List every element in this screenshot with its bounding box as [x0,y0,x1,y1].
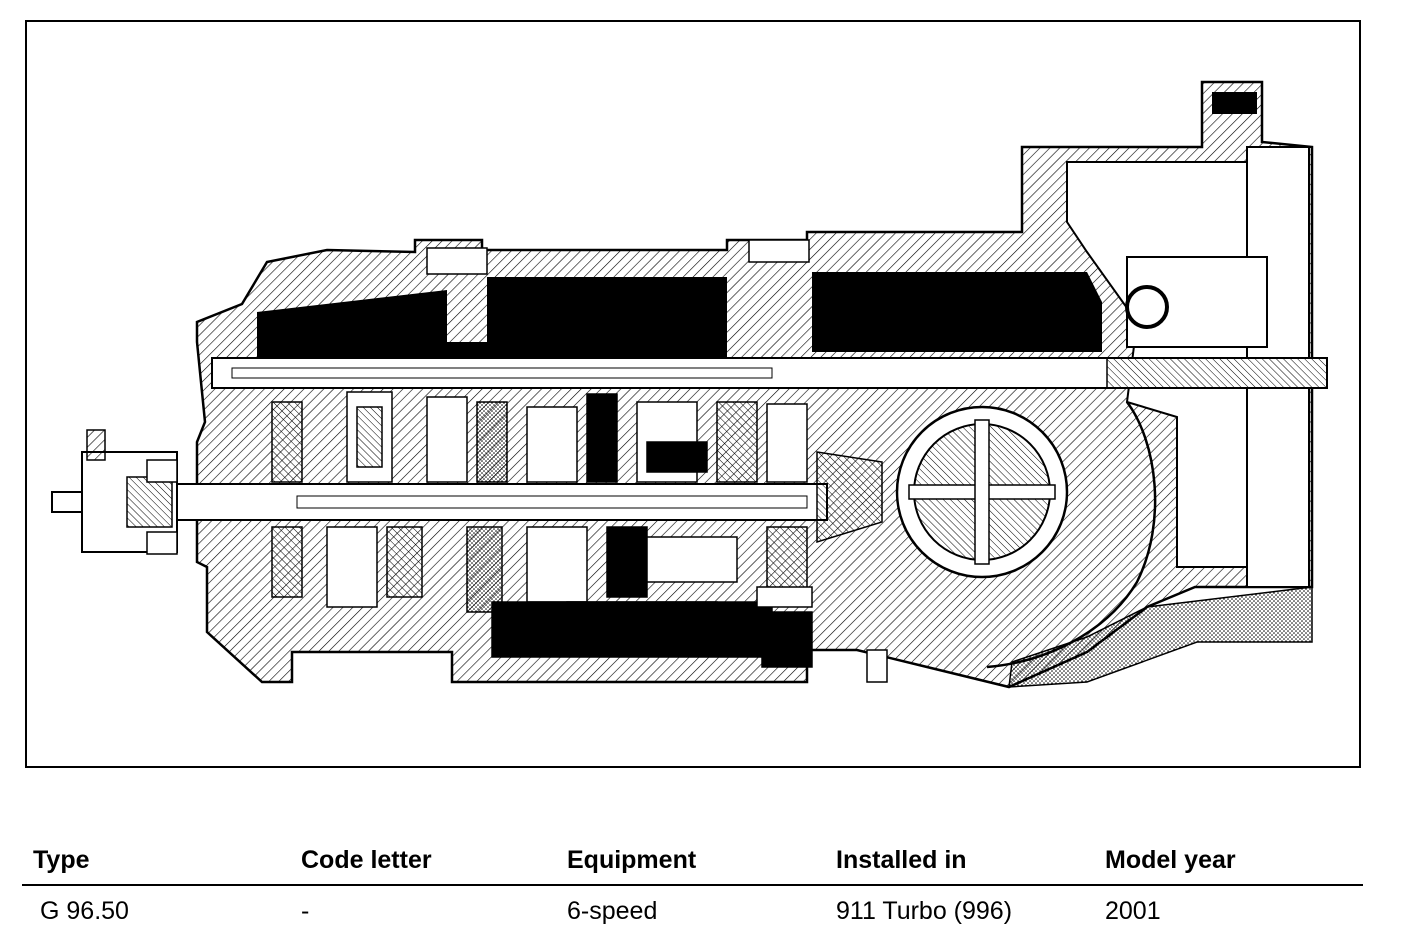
upper-gear-pack [257,277,727,367]
table-row: G 96.50 - 6-speed 911 Turbo (996) 2001 [22,886,1363,932]
output-flange-spline [126,476,173,528]
header-code-letter: Code letter [301,846,432,874]
cell-installed-in: 911 Turbo (996) [836,897,1013,925]
upper-rear-gear-block [812,272,1102,352]
cell-equipment: 6-speed [567,897,658,925]
transmission-cross-section-drawing [51,80,1328,689]
pinion-shaft-bore [296,495,808,509]
flange-top [1212,92,1257,114]
cell-model-year: 2001 [1105,897,1161,925]
lower-housing-dotted [1008,586,1313,688]
header-type: Type [33,846,90,874]
specification-table: Type Code letter Equipment Installed in … [22,838,1363,932]
cell-type: G 96.50 [40,897,129,925]
input-shaft-spline [1106,357,1328,389]
gear-set [271,391,813,668]
differential-pin-vertical [974,419,990,565]
cell-code-letter: - [301,897,310,925]
housing-bolts [146,239,888,683]
front-housing-boss [86,429,106,461]
input-shaft-bore [231,367,773,379]
release-fork-pivot [1125,285,1169,329]
table-header-row: Type Code letter Equipment Installed in … [22,838,1363,886]
header-installed-in: Installed in [836,846,967,874]
ring-gear [816,451,883,544]
figure-frame [25,20,1361,768]
header-model-year: Model year [1105,846,1236,874]
header-equipment: Equipment [567,846,697,874]
